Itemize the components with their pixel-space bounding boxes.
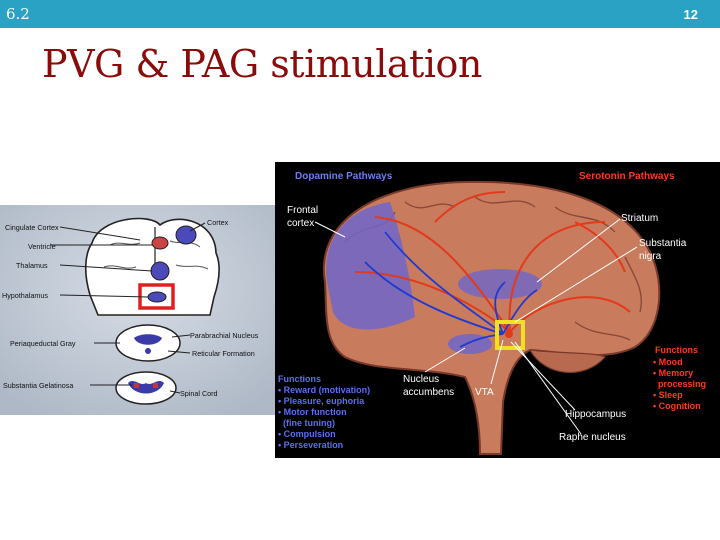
serotonin-function-item: • Mood — [653, 357, 683, 367]
label-striatum: Striatum — [621, 213, 658, 224]
serotonin-functions-heading: Functions — [655, 345, 698, 355]
label-spinal-cord: Spinal Cord — [180, 389, 218, 398]
dopamine-functions-list: Functions • Reward (motivation) • Pleasu… — [278, 374, 370, 450]
label-nucleus-1: Nucleus — [403, 374, 439, 385]
dopamine-function-item: • Compulsion — [278, 429, 336, 439]
label-raphe: Raphe nucleus — [559, 432, 626, 443]
serotonin-function-item: processing — [653, 379, 706, 389]
serotonin-function-item: • Sleep — [653, 390, 683, 400]
dopamine-function-item: • Pleasure, euphoria — [278, 396, 365, 406]
label-reticular: Reticular Formation — [192, 349, 255, 358]
label-hypothalamus: Hypothalamus — [2, 291, 48, 300]
dopamine-function-item: (fine tuning) — [278, 418, 335, 428]
label-frontal-1: Frontal — [287, 205, 318, 216]
label-pag: Periaqueductal Gray — [10, 339, 76, 348]
label-cingulate-cortex: Cingulate Cortex — [5, 223, 59, 232]
label-cortex: Cortex — [207, 218, 229, 227]
slide-title: PVG & PAG stimulation — [42, 42, 482, 86]
label-thalamus: Thalamus — [16, 261, 48, 270]
label-parabrachial: Parabrachial Nucleus — [190, 331, 259, 340]
frontal-dopamine-region — [326, 202, 415, 330]
pain-pathway-diagram: Cingulate Cortex Cortex Ventricle Thalam… — [0, 205, 275, 415]
label-substantia-2: nigra — [639, 251, 662, 262]
header-bar: 6.2 12 — [0, 0, 720, 28]
section-number: 6.2 — [6, 5, 30, 23]
serotonin-functions-list: Functions • Mood • Memory processing • S… — [653, 345, 706, 411]
cortex-blue — [175, 225, 197, 245]
pag-highlight-box — [495, 320, 525, 350]
serotonin-function-item: • Memory — [653, 368, 693, 378]
dopamine-function-item: • Perseveration — [278, 440, 343, 450]
dopamine-paths — [364, 231, 538, 348]
dopamine-title: Dopamine Pathways — [295, 171, 393, 182]
label-substantia-gelatinosa: Substantia Gelatinosa — [3, 381, 73, 390]
dopamine-function-item: • Motor function — [278, 407, 347, 417]
label-ventricle: Ventricle — [28, 242, 56, 251]
serotonin-title: Serotonin Pathways — [579, 171, 675, 182]
page-number: 12 — [683, 7, 698, 22]
hypothalamus-blue — [147, 291, 167, 303]
dopamine-function-item: • Reward (motivation) — [278, 385, 370, 395]
label-substantia-1: Substantia — [639, 238, 687, 249]
thalamus-blue — [150, 261, 170, 281]
label-hippocampus: Hippocampus — [565, 409, 626, 420]
serotonin-function-item: • Cognition — [653, 401, 701, 411]
label-frontal-2: cortex — [287, 218, 314, 229]
label-vta: VTA — [475, 387, 494, 398]
dopamine-functions-heading: Functions — [278, 374, 321, 384]
ventricle-red — [151, 236, 169, 250]
label-nucleus-2: accumbens — [403, 387, 454, 398]
neurotransmitter-pathways-diagram: Dopamine Pathways Serotonin Pathways Fro… — [275, 162, 720, 458]
